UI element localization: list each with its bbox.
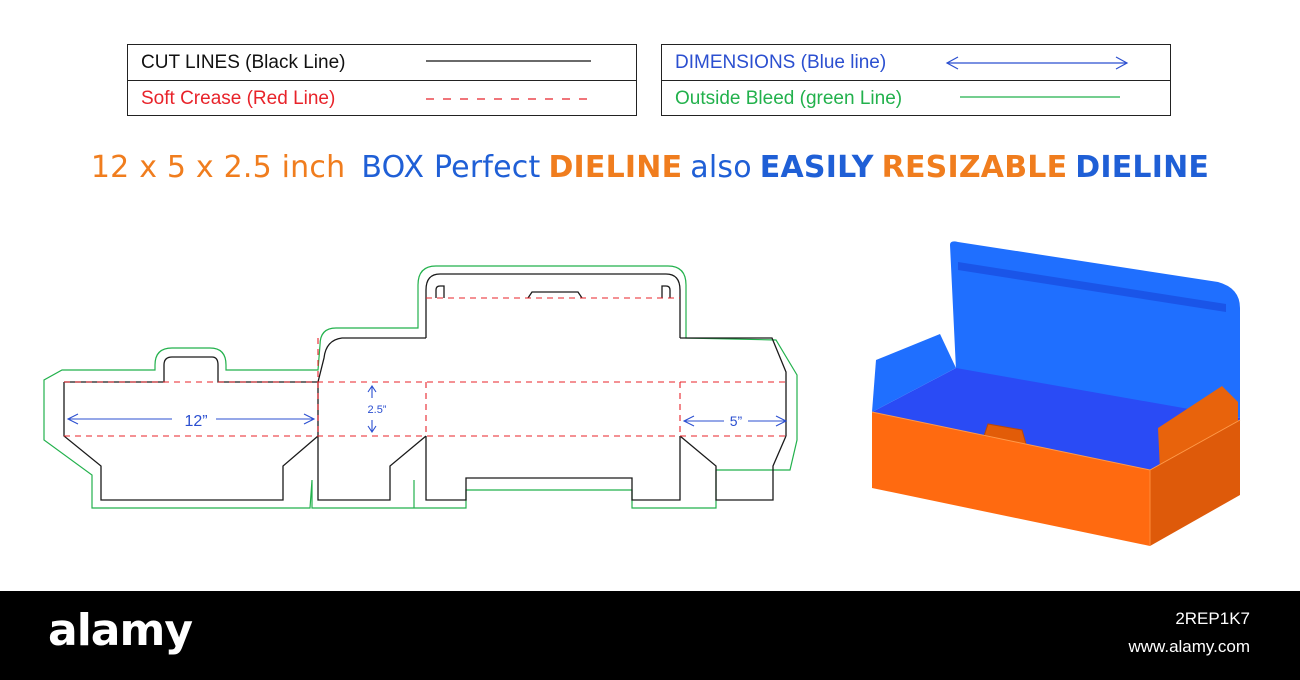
image-id: 2REP1K7	[1175, 609, 1250, 628]
legend-row-dimensions: DIMENSIONS (Blue line)	[662, 45, 1170, 81]
legend-row-bleed: Outside Bleed (green Line)	[662, 81, 1170, 116]
dimension-12-label: 12”	[184, 413, 207, 430]
dimension-arrow-sample	[945, 56, 1129, 70]
legend-cut-label: CUT LINES (Black Line)	[141, 52, 346, 73]
box-right-flap	[1158, 386, 1238, 470]
box-dieline: 12” 2.5” 5”	[43, 265, 798, 509]
legend-box-left: CUT LINES (Black Line) Soft Crease (Red …	[127, 44, 637, 116]
legend-row-crease: Soft Crease (Red Line)	[128, 81, 636, 116]
site-url[interactable]: www.alamy.com	[1128, 637, 1250, 656]
dimension-2-5-label: 2.5”	[368, 404, 387, 416]
legend-row-cut: CUT LINES (Black Line)	[128, 45, 636, 81]
bleed-outline	[43, 265, 798, 509]
dimension-5	[682, 415, 788, 427]
cut-line-sample	[426, 60, 591, 62]
legend-box-right: DIMENSIONS (Blue line) Outside Bleed (gr…	[661, 44, 1171, 116]
legend-bleed-label: Outside Bleed (green Line)	[675, 88, 903, 109]
crease-lines	[64, 297, 786, 437]
headline-easily: EASILY	[759, 150, 874, 185]
headline-also: also	[690, 150, 752, 185]
bleed-line-sample	[960, 96, 1120, 98]
headline-resizable: RESIZABLE	[881, 150, 1068, 185]
box-interior	[872, 368, 1240, 470]
box-front	[872, 412, 1150, 546]
brand-logo: alamy	[48, 605, 193, 656]
box-end	[1150, 420, 1240, 546]
cut-lines	[63, 273, 787, 501]
legend-crease-label: Soft Crease (Red Line)	[141, 88, 336, 109]
footer-bar: alamy 2REP1K7 www.alamy.com	[0, 591, 1300, 680]
box-left-flap	[872, 334, 956, 412]
box-lid-inner	[958, 262, 1226, 312]
headline-dieline: DIELINE	[548, 150, 683, 185]
legend-dimensions-label: DIMENSIONS (Blue line)	[675, 52, 887, 73]
crease-line-sample	[426, 98, 591, 100]
box-3d-render	[871, 241, 1241, 546]
box-lid	[950, 241, 1240, 418]
headline-dieline-2: DIELINE	[1075, 150, 1210, 185]
dimension-12	[66, 413, 316, 425]
headline-size: 12 x 5 x 2.5 inch	[90, 150, 346, 185]
headline-box-perfect: BOX Perfect	[361, 150, 541, 185]
dimension-2-5	[367, 385, 377, 433]
dimension-5-label: 5”	[730, 413, 743, 429]
